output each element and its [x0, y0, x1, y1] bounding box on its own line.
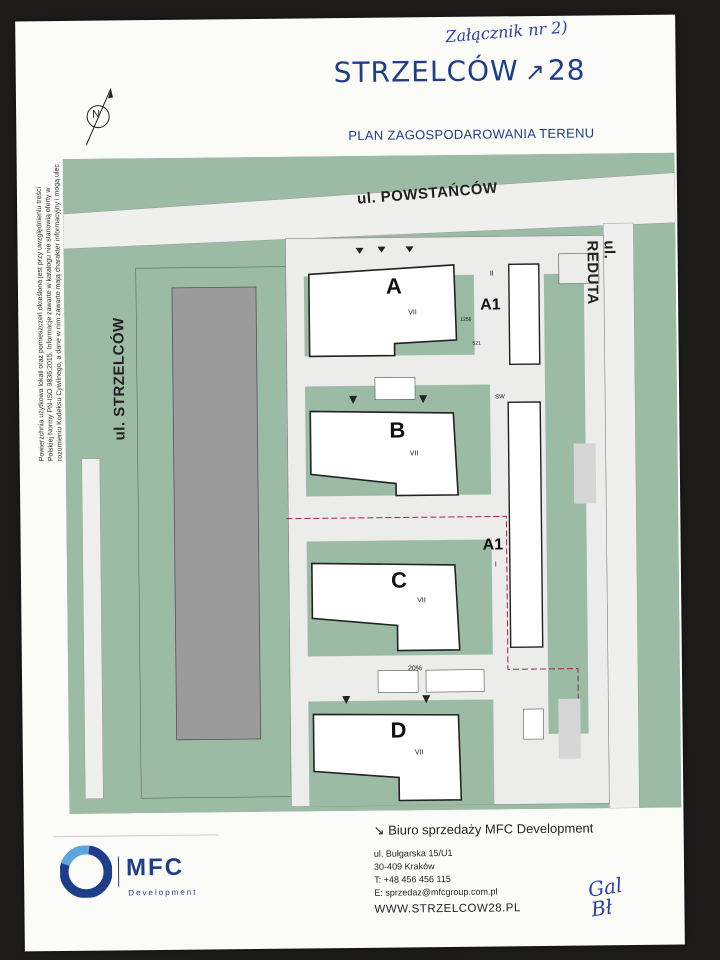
ramp-box-2 [377, 669, 419, 694]
building-a1-north-floors: II [489, 270, 494, 278]
office-street: ul. Bułgarska 15/U1 [373, 847, 453, 859]
footer-divider [53, 834, 219, 838]
building-d-floors: VII [414, 749, 424, 757]
building-a1-north-letter: A1 [480, 296, 501, 314]
dimension-label-2: 521 [472, 340, 481, 347]
arrow-up-right-icon: ↗ [524, 57, 547, 87]
dimension-label-1: 1256 [460, 316, 472, 323]
office-phone: T: +48 456 456 115 [374, 873, 451, 885]
handwritten-note: Załącznik nr 2) [444, 17, 569, 47]
street-west-label: ul. STRZELCÓW [110, 317, 129, 441]
building-a1-south-floors: I [494, 561, 497, 569]
kiosk-ne [558, 253, 600, 285]
court-east [543, 273, 589, 734]
project-name: STRZELCÓW [333, 54, 519, 90]
building-c-letter: C [390, 567, 408, 593]
plot-boundary [286, 515, 580, 754]
logo-subtitle: Development [128, 887, 198, 898]
handwritten-signature: Gal Bł [586, 872, 624, 922]
building-a1-south [507, 401, 544, 649]
document-sheet: Załącznik nr 2) STRZELCÓW↗28 PLAN ZAGOSP… [15, 14, 685, 952]
compass-north-label: N [92, 108, 101, 121]
paving-strip-1 [573, 443, 597, 504]
website-link[interactable]: WWW.STRZELCOW28.PL [374, 902, 521, 916]
slope-label: 20% [407, 665, 423, 673]
mfc-logo-icon [59, 845, 113, 899]
building-b-letter: B [389, 417, 406, 443]
project-title: STRZELCÓW↗28 [334, 54, 586, 90]
building-a-floors: VII [408, 309, 417, 317]
parking-area [171, 286, 262, 741]
building-c [311, 562, 461, 652]
sales-office-name: Biuro sprzedaży MFC Development [388, 820, 594, 838]
arrow-down-right-icon: ↘ [373, 822, 385, 838]
road-west [81, 458, 104, 800]
office-email: E: sprzedaz@mfcgroup.com.pl [374, 886, 498, 898]
office-city: 30-409 Kraków [373, 861, 435, 872]
logo-wordmark: MFC [125, 853, 185, 882]
project-number: 28 [547, 53, 586, 87]
logo-separator [117, 856, 120, 887]
entrance-markers [342, 246, 431, 705]
building-c-floors: VII [417, 597, 426, 605]
plan-title: PLAN ZAGOSPODAROWANIA TERENU [348, 125, 595, 143]
building-d-letter: D [390, 717, 407, 743]
building-b-floors: VII [409, 450, 419, 458]
building-a1-north [508, 263, 541, 366]
sales-office-title: ↘ Biuro sprzedaży MFC Development [374, 820, 594, 838]
kiosk-se [523, 708, 544, 740]
building-d [312, 713, 463, 802]
building-a1-south-letter: A1 [482, 536, 504, 554]
site-plan [62, 152, 682, 814]
paving-strip-2 [558, 698, 581, 759]
compass-icon [85, 88, 113, 145]
building-b [309, 410, 459, 497]
ramp-box-1 [374, 377, 416, 401]
sw-label: SW [495, 394, 505, 401]
building-a-letter: A [385, 273, 402, 299]
ramp-box-3 [425, 669, 485, 693]
road-north [62, 172, 676, 250]
street-east-label: ul. REDUTA [583, 240, 618, 305]
building-a [308, 264, 458, 358]
